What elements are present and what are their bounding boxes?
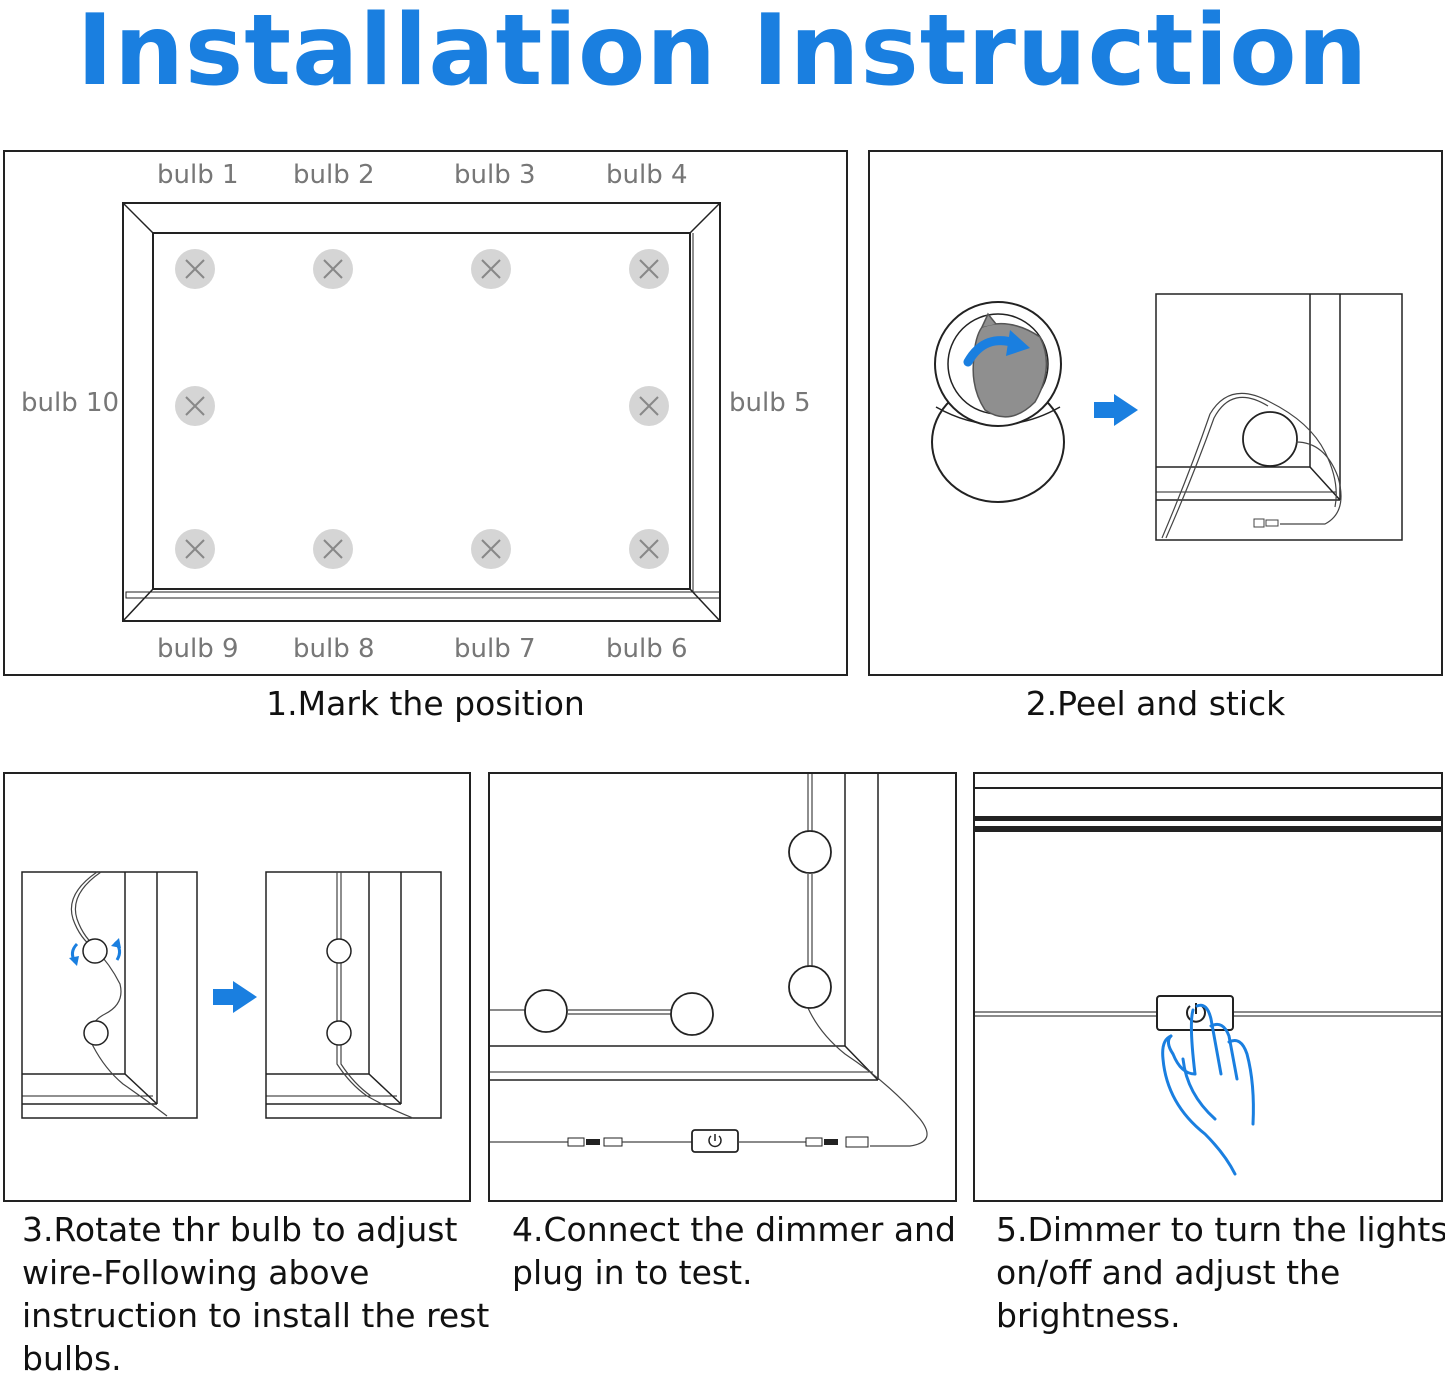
step3-caption-line-1: 3.Rotate thr bulb to adjust <box>22 1210 458 1249</box>
connect-dimmer-diagram <box>490 774 928 1153</box>
dimmer-control-diagram <box>975 787 1441 1176</box>
power-icon <box>1186 1003 1206 1023</box>
step5-caption: 5.Dimmer to turn the lights on/off and a… <box>996 1208 1445 1337</box>
step1-caption: 1.Mark the position <box>266 684 585 723</box>
bulb-upper-installed <box>326 938 352 964</box>
step1-panel: bulb 1 bulb 2 bulb 3 bulb 4 bulb 9 bulb … <box>3 150 848 676</box>
x-mark-icon <box>175 249 215 289</box>
step3-caption-line-4: bulbs. <box>22 1339 122 1378</box>
peel-stick-diagram <box>931 293 1403 541</box>
bulb-lower <box>83 1020 109 1046</box>
step4-caption-line-1: 4.Connect the dimmer and <box>512 1210 956 1249</box>
rotate-bulb-diagram <box>21 871 442 1119</box>
step2-caption: 2.Peel and stick <box>1025 684 1286 723</box>
x-mark-icon <box>629 386 669 426</box>
bulb-label-10: bulb 10 <box>21 388 120 418</box>
step5-panel <box>973 772 1443 1202</box>
x-mark-icon <box>629 529 669 569</box>
step4-panel <box>488 772 957 1202</box>
step3-caption-line-2: wire-Following above <box>22 1253 370 1292</box>
x-mark-icon <box>313 529 353 569</box>
x-mark-icon <box>471 249 511 289</box>
step4-caption-line-2: plug in to test. <box>512 1253 753 1292</box>
bulb-lower-installed <box>326 1020 352 1046</box>
bulb-rotating <box>82 938 108 964</box>
step5-caption-line-3: brightness. <box>996 1296 1181 1335</box>
x-mark-icon <box>175 529 215 569</box>
bulb-label-4: bulb 4 <box>606 160 688 190</box>
bulb-label-3: bulb 3 <box>454 160 536 190</box>
x-mark-icon <box>313 249 353 289</box>
step3-caption: 3.Rotate thr bulb to adjust wire-Followi… <box>22 1208 490 1380</box>
x-mark-icon <box>471 529 511 569</box>
bulb-b <box>670 992 714 1036</box>
rotate-arrows-icon <box>69 938 122 966</box>
bulb-label-2: bulb 2 <box>293 160 375 190</box>
mirror-frame-diagram <box>122 202 721 622</box>
stuck-bulb <box>1242 411 1298 467</box>
step5-caption-line-1: 5.Dimmer to turn the lights <box>996 1210 1445 1249</box>
bulb-c <box>788 830 832 874</box>
hand-press-icon <box>1161 1003 1255 1176</box>
step4-caption: 4.Connect the dimmer and plug in to test… <box>512 1208 957 1294</box>
bulb-label-1: bulb 1 <box>157 160 239 190</box>
bulb-a <box>524 989 568 1033</box>
arrow-right-icon <box>213 981 257 1013</box>
bulb-label-9: bulb 9 <box>157 634 239 664</box>
step3-panel <box>3 772 471 1202</box>
bulb-label-5: bulb 5 <box>729 388 811 418</box>
bulb-d <box>788 965 832 1009</box>
bulb-label-8: bulb 8 <box>293 634 375 664</box>
page-title: Installation Instruction <box>76 0 1369 108</box>
x-mark-icon <box>175 386 215 426</box>
power-icon <box>708 1134 722 1148</box>
step2-panel <box>868 150 1443 676</box>
x-mark-icon <box>629 249 669 289</box>
arrow-right-icon <box>1094 394 1138 426</box>
bulb-label-6: bulb 6 <box>606 634 688 664</box>
step3-caption-line-3: instruction to install the rest <box>22 1296 490 1335</box>
bulb-label-7: bulb 7 <box>454 634 536 664</box>
step5-caption-line-2: on/off and adjust the <box>996 1253 1341 1292</box>
